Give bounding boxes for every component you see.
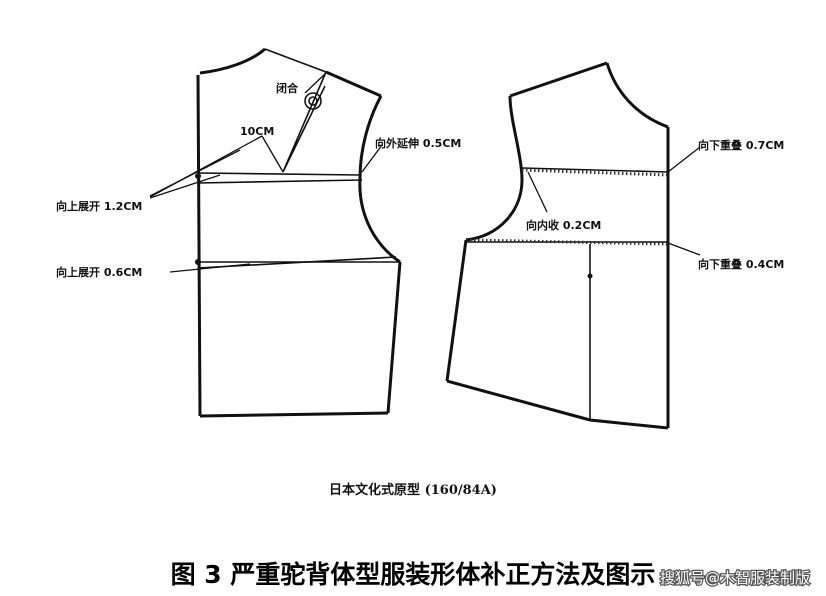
leader-inward <box>527 171 548 213</box>
label-shoulder-extend: 向外延伸 0.5CM <box>375 136 461 150</box>
watermark-text: 搜狐号@木智服装制版 <box>660 569 810 587</box>
front-waist-guide-overlap <box>469 238 669 246</box>
leader-open-up-2 <box>169 263 251 273</box>
front-bust-line-overlap <box>521 168 669 177</box>
front-bust-line <box>521 167 669 173</box>
back-neck-curve <box>199 47 266 75</box>
leader-open-up-1b <box>149 174 221 199</box>
front-hem-line <box>446 379 669 430</box>
back-hem-line <box>199 411 389 418</box>
label-overlap-down-1: 向下重叠 0.7CM <box>698 138 784 152</box>
back-neck-line <box>264 48 327 73</box>
figure-title: 图 3 严重驼背体型服装形体补正方法及图示 <box>171 560 656 589</box>
leader-closing <box>304 72 327 94</box>
label-open-up-1: 向上展开 1.2CM <box>56 199 142 213</box>
leader-overlap-1 <box>667 146 701 173</box>
back-cut-line-upper-2 <box>197 179 363 184</box>
leader-overlap-2 <box>667 242 701 256</box>
guide-point-marker <box>587 273 593 279</box>
back-side-seam <box>386 261 402 414</box>
front-neck-curve <box>605 62 669 129</box>
cut-point-marker <box>195 259 201 265</box>
diagram-subtitle: 日本文化式原型 (160/84A) <box>329 482 497 498</box>
label-dart-length: 10CM <box>240 125 274 138</box>
leader-shoulder-extend <box>361 144 383 173</box>
back-center-line <box>196 74 202 417</box>
cut-point-marker <box>195 173 201 179</box>
back-bodice-pattern <box>195 47 402 418</box>
front-side-seam <box>445 239 468 382</box>
dart-closed-marker <box>304 92 322 110</box>
front-armhole-curve <box>465 95 524 242</box>
leader-dart-length <box>261 135 284 173</box>
label-open-up-2: 向上展开 0.6CM <box>56 265 142 279</box>
leader-lines <box>149 72 701 273</box>
leader-open-up-1 <box>149 149 241 197</box>
back-armhole-curve <box>358 95 401 264</box>
label-inward: 向内收 0.2CM <box>526 218 601 232</box>
back-shoulder-line <box>325 70 382 98</box>
front-shoulder-line <box>509 61 608 98</box>
back-cut-line-upper <box>197 172 361 176</box>
label-closing: 闭合 <box>276 81 299 95</box>
front-bodice-pattern <box>445 61 670 430</box>
label-overlap-down-2: 向下重叠 0.4CM <box>698 257 784 271</box>
dart-closed-marker-inner <box>308 96 318 106</box>
